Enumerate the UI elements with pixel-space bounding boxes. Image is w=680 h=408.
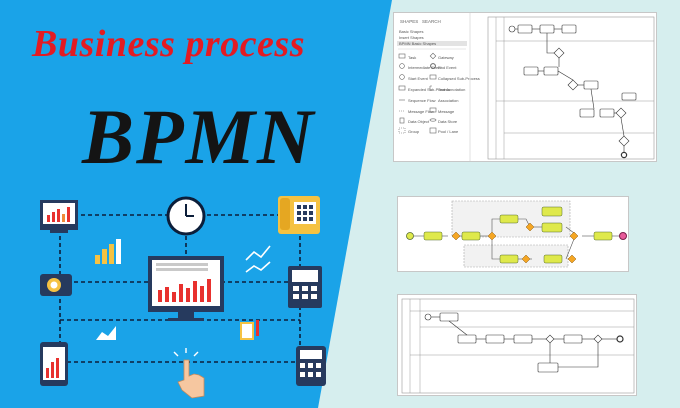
tab-shapes[interactable]: SHAPES — [400, 19, 419, 24]
shape-start-event[interactable]: Start Event — [408, 76, 428, 81]
shape-gateway[interactable]: Gateway — [438, 55, 454, 60]
palette-item-insert-shapes[interactable]: Insert Shapes — [399, 35, 424, 40]
tab-search[interactable]: SEARCH — [422, 19, 441, 24]
shape-message[interactable]: Message — [438, 109, 455, 114]
wall-clock-icon — [166, 196, 206, 236]
office-network-illustration — [40, 196, 326, 399]
bpmn-diagram-lanes — [487, 16, 655, 160]
shape-sequence-flow[interactable]: Sequence Flow — [408, 98, 436, 103]
shape-data-object[interactable]: Data Object — [408, 119, 430, 124]
title: BPMN — [82, 93, 316, 180]
shape-collapsed-sub-process[interactable]: Collapsed Sub-Process — [438, 76, 480, 81]
shape-group[interactable]: Group — [408, 129, 420, 134]
shape-text-annotation[interactable]: Text Annotation — [438, 87, 466, 92]
shape-pool-lane[interactable]: Pool / Lane — [438, 129, 459, 134]
bar-chart-icon — [95, 239, 121, 264]
area-chart-icon — [96, 326, 116, 340]
fax-machine-icon — [278, 196, 320, 234]
bpmn-canvas — [398, 13, 655, 161]
tablet-icon — [40, 342, 68, 386]
shape-association[interactable]: Association — [438, 98, 459, 103]
headline: Business process — [32, 23, 305, 65]
palette-shape-icons — [398, 52, 437, 134]
shape-task[interactable]: Task — [408, 55, 417, 60]
palette-item-basic-shapes[interactable]: Basic Shapes — [399, 29, 424, 34]
shape-message-flow[interactable]: Message Flow — [408, 109, 434, 114]
bpmn-diagram-screenshot-3 — [397, 294, 637, 396]
presentation-board-icon — [40, 200, 78, 233]
shape-data-store[interactable]: Data Store — [438, 119, 458, 124]
notepad-icon — [240, 320, 259, 340]
monitor-chart-icon — [148, 256, 224, 321]
camera-icon — [40, 274, 72, 296]
bpmn-editor-screenshot: SHAPES SEARCH Basic Shapes Insert Shapes… — [393, 12, 657, 162]
bpmn-flow-3 — [401, 298, 635, 394]
bpmn-diagram-flow — [508, 24, 637, 159]
line-chart-icon — [245, 245, 271, 273]
calculator-icon — [296, 346, 326, 386]
palette-item-bpmn-basic-shapes[interactable]: BPMN Basic Shapes — [397, 41, 467, 46]
bpmn-diagram-screenshot-2 — [397, 196, 629, 272]
shape-end-event[interactable]: End Event — [438, 65, 457, 70]
shape-expanded-sub-process[interactable]: Expanded Sub-Process — [408, 87, 451, 92]
pointing-hand-icon — [173, 348, 205, 399]
bpmn-flow-2 — [406, 200, 627, 268]
shape-intermediate-event[interactable]: Intermediate Event — [408, 65, 442, 70]
phone-icon — [288, 266, 322, 308]
